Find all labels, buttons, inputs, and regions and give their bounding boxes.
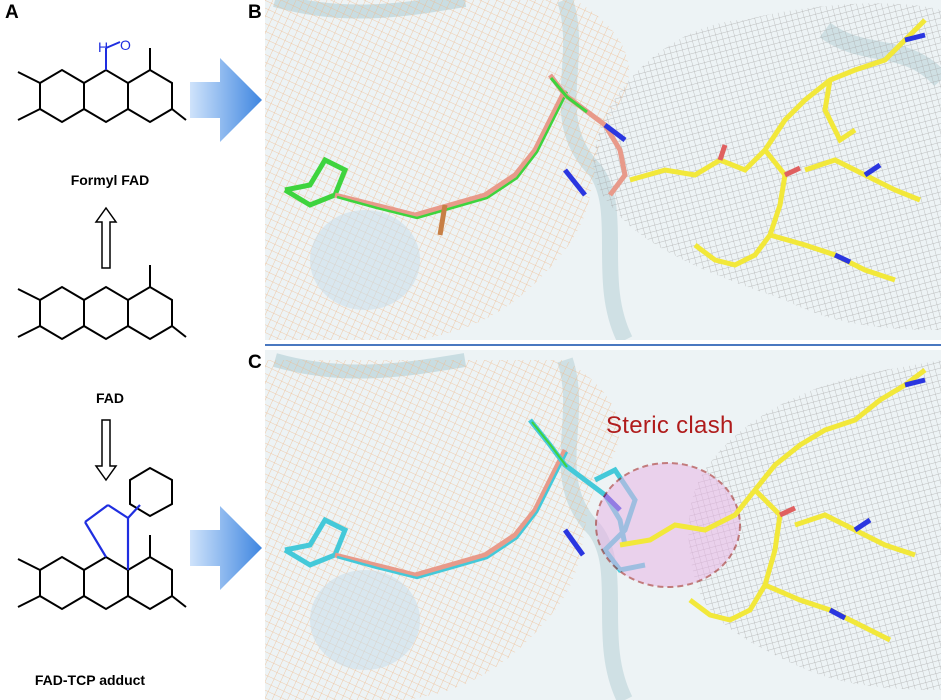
- clash-ellipse: [595, 462, 741, 588]
- label-formyl-fad: Formyl FAD: [70, 172, 150, 188]
- label-fad-tcp-adduct: FAD-TCP adduct: [34, 672, 146, 688]
- arrow-to-b: [190, 58, 262, 142]
- fad-structure: [17, 265, 187, 341]
- aldehyde-o: O: [120, 37, 131, 53]
- reaction-arrows: [94, 206, 118, 482]
- label-fad: FAD: [96, 390, 124, 406]
- panel-b-render: [265, 0, 941, 340]
- panel-label-b: B: [248, 2, 262, 23]
- aldehyde-h: H: [98, 39, 108, 55]
- fad-tcp-structure: [17, 466, 187, 611]
- panel-c-structure: [265, 350, 941, 700]
- steric-clash-label: Steric clash: [606, 412, 734, 439]
- panel-c-render: [265, 350, 941, 700]
- panel-label-c: C: [248, 352, 262, 373]
- arrow-to-c: [190, 506, 262, 590]
- panel-label-a: A: [5, 2, 19, 23]
- panel-divider: [265, 344, 941, 346]
- panel-b-structure: [265, 0, 941, 340]
- formyl-fad-structure: [17, 48, 187, 124]
